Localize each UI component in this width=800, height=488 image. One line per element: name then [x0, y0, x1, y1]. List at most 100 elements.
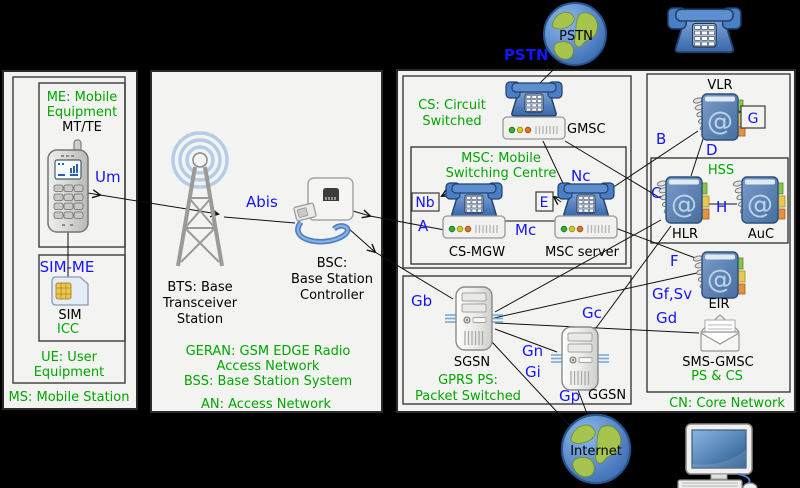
eir-label: EIR	[708, 297, 729, 312]
ggsn-label: GGSN	[588, 388, 626, 403]
geran-label-line1: GERAN: GSM EDGE Radio	[186, 344, 351, 359]
msc-box-title-line1: MSC: Mobile	[461, 151, 541, 166]
e-link	[552, 195, 563, 205]
gc-interface-label: Gc	[582, 304, 602, 322]
g-interface-label: G	[748, 111, 759, 127]
d-interface-label: D	[706, 141, 718, 159]
gmsc-label: GMSC	[567, 122, 606, 137]
auc-label: AuC	[748, 227, 774, 242]
gb-link-segment2	[374, 251, 454, 300]
a-interface-label: A	[418, 217, 429, 235]
bts-label-line2: Transceiver	[162, 296, 238, 311]
cn-panel-title: CN: Core Network	[669, 396, 785, 411]
nc-interface-label: Nc	[571, 167, 590, 185]
abis-interface-label: Abis	[246, 193, 278, 211]
hss-label: HSS	[708, 163, 734, 178]
gp-link	[577, 389, 590, 420]
abis-link	[223, 216, 296, 224]
gd-interface-label: Gd	[656, 309, 677, 327]
f-interface-label: F	[670, 252, 679, 270]
e-interface-box	[535, 191, 554, 212]
cs-box	[402, 75, 632, 269]
d-link	[690, 138, 704, 177]
ue-box-title-line2: Equipment	[34, 365, 105, 380]
connection-lines	[67, 63, 743, 428]
msc-server-base-icon	[554, 215, 618, 239]
sms-gmsc-label: SMS-GMSC	[682, 355, 754, 370]
um-interface-label: Um	[95, 168, 121, 186]
g-interface-box	[740, 105, 766, 129]
um-link-segment1	[87, 189, 103, 199]
ms-panel-title: MS: Mobile Station	[9, 390, 130, 405]
sim-label: SIM	[58, 308, 81, 323]
pstn-link-label: PSTN	[504, 46, 549, 64]
mc-interface-label: Mc	[515, 221, 536, 239]
ms-panel	[2, 70, 138, 410]
um-link-segment2	[99, 194, 221, 218]
gmsc-pstn-link	[537, 63, 560, 86]
sim-me-interface-label: SIM-ME	[40, 258, 95, 276]
b-interface-label: B	[656, 130, 666, 148]
bsc-label-line3: Controller	[300, 288, 365, 303]
nb-interface-label: Nb	[415, 195, 434, 211]
msc-server-label: MSC server	[545, 245, 619, 260]
msc-box-title-line2: Switching Centre	[446, 166, 557, 181]
a-link-segment1	[352, 209, 372, 219]
e-interface-label: E	[540, 195, 549, 211]
gb-interface-label: Gb	[411, 292, 432, 310]
gr-link	[494, 219, 662, 313]
sgsn-label: SGSN	[454, 355, 490, 370]
gd-link	[494, 322, 700, 334]
msc-box	[410, 146, 627, 265]
an-panel-title: AN: Access Network	[201, 397, 332, 412]
bss-label: BSS: Base Station System	[184, 374, 352, 389]
mt-te-label: MT/TE	[62, 120, 102, 135]
gprs-box	[402, 275, 632, 405]
ue-box-title-line1: UE: User	[41, 350, 98, 365]
c-link	[564, 140, 663, 200]
vlr-label: VLR	[707, 78, 732, 93]
gc-link	[595, 225, 672, 329]
gf-sv-interface-label: Gf,Sv	[652, 285, 692, 303]
sms-gmsc-envelope-icon	[700, 314, 740, 352]
shared-elements-box	[646, 73, 791, 393]
gprs-title-line1: GPRS PS:	[438, 373, 498, 388]
me-box	[38, 82, 126, 248]
c-interface-label: C	[651, 184, 661, 202]
me-box-title-line1: ME: Mobile	[47, 90, 118, 105]
me-box-title-line2: Equipment	[47, 105, 118, 120]
icc-label: ICC	[57, 322, 79, 337]
sim-box	[38, 254, 126, 342]
mobile-phone-icon	[47, 139, 89, 233]
cs-mgw-label: CS-MGW	[449, 245, 505, 260]
bsc-label-line2: Base Station	[291, 272, 373, 287]
cs-box-title-line2: Switched	[422, 114, 481, 129]
gn-interface-label: Gn	[522, 342, 543, 360]
ps-cs-label: PS & CS	[691, 369, 743, 384]
geran-label-line2: Access Network	[217, 359, 320, 374]
bts-label-line1: BTS: Base	[167, 280, 232, 295]
h-interface-label: H	[716, 198, 727, 216]
bts-label-line3: Station	[177, 312, 223, 327]
gi-interface-label: Gi	[525, 363, 541, 381]
gb-link-segment1	[347, 227, 377, 254]
bsc-label-line1: BSC:	[317, 256, 347, 271]
internet-globe-label: Internet	[570, 444, 622, 459]
hss-box	[650, 157, 789, 244]
cs-box-title-line1: CS: Circuit	[418, 98, 486, 113]
pstn-globe-label: PSTN	[559, 29, 593, 44]
cs-mgw-base-icon	[442, 215, 506, 239]
gi-link	[491, 341, 572, 428]
gprs-title-line2: Packet Switched	[415, 389, 521, 404]
gp-interface-label: Gp	[559, 387, 580, 405]
gf-sv-link	[493, 272, 698, 319]
an-panel	[150, 70, 383, 413]
gn-link	[494, 328, 558, 353]
nb-interface-box	[411, 192, 440, 212]
hlr-label: HLR	[672, 227, 698, 242]
gmsc-base-icon	[502, 116, 566, 140]
f-link	[609, 225, 699, 260]
b-link	[602, 130, 699, 195]
sim-card-icon	[51, 276, 89, 306]
